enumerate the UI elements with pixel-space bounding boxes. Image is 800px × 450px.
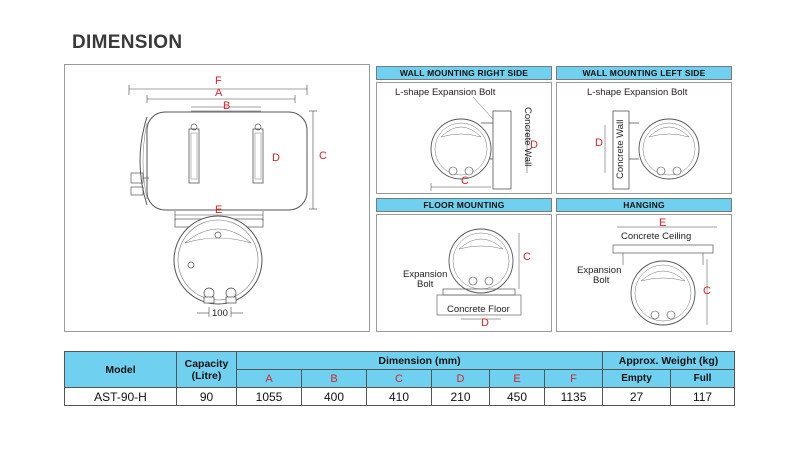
floor-c-label: C (523, 251, 531, 263)
floor-bolt-label-2: Bolt (417, 279, 434, 290)
hanging-header: HANGING (556, 198, 732, 212)
wall-left-wall-label: Concrete Wall (615, 119, 626, 179)
dimension-header: Dimension (mm) (235, 351, 604, 370)
floor-drawing (436, 228, 522, 320)
floor-header: FLOOR MOUNTING (376, 198, 552, 212)
wall-right-bolt-label: L-shape Expansion Bolt (395, 87, 496, 98)
hanging-bolt-label-2: Bolt (593, 275, 610, 286)
cell-dim-c: 410 (366, 387, 432, 406)
table-row: AST-90-H 90 1055 400 410 210 450 1135 27… (64, 387, 736, 406)
table-header-row: Model Capacity (Litre) Dimension (mm) Ap… (64, 351, 736, 388)
main-diagram-panel: F A B D C E 100 (64, 64, 370, 332)
dim-col-d: D (431, 369, 490, 388)
wall-right-drawing (430, 96, 528, 191)
weight-header: Approx. Weight (kg) (602, 351, 736, 370)
hanging-bolt-label-1: Expansion (577, 265, 622, 276)
wall-left-panel: L-shape Expansion Bolt Concrete Wall D (556, 82, 732, 194)
wall-right-d-label: D (530, 139, 538, 151)
hanging-panel: E Concrete Ceiling Expansion Bolt C (556, 214, 732, 332)
dim-col-c: C (366, 369, 432, 388)
wall-left-bolt-label: L-shape Expansion Bolt (587, 87, 688, 98)
dim-col-f: F (543, 369, 604, 388)
wall-left-drawing (604, 110, 700, 190)
dim-col-a: A (236, 369, 302, 388)
cell-dim-e: 450 (489, 387, 545, 406)
cell-dim-a: 1055 (236, 387, 302, 406)
wall-right-header: WALL MOUNTING RIGHT SIDE (376, 66, 552, 80)
wall-right-panel: L-shape Expansion Bolt Concrete Wall C D (376, 82, 552, 194)
wall-right-c-label: C (461, 175, 469, 187)
dim-col-b: B (301, 369, 367, 388)
heater-main-drawing (128, 85, 317, 317)
cell-dim-d: 210 (431, 387, 490, 406)
cell-dim-b: 400 (301, 387, 367, 406)
hanging-c-label: C (703, 285, 711, 297)
cell-dim-f: 1135 (543, 387, 604, 406)
dim-label-c: C (319, 150, 327, 162)
wall-left-header: WALL MOUNTING LEFT SIDE (556, 66, 732, 80)
floor-bolt-label-1: Expansion (403, 269, 448, 280)
weight-full-header: Full (670, 369, 736, 388)
dim-label-a: A (215, 87, 223, 99)
dim-col-e: E (489, 369, 545, 388)
table-subheader-row: A B C D E F Empty Full (65, 369, 736, 388)
wall-right-wall-label: Concrete Wall (522, 107, 533, 167)
spec-table: Model Capacity (Litre) Dimension (mm) Ap… (64, 351, 736, 406)
dim-label-f: F (215, 75, 222, 87)
cell-model: AST-90-H (64, 387, 177, 406)
weight-empty-header: Empty (602, 369, 672, 388)
wall-left-d-label: D (595, 137, 603, 149)
dim-label-b: B (223, 100, 231, 112)
cell-weight-full: 117 (670, 387, 736, 406)
spacing-label-100: 100 (212, 308, 228, 319)
capacity-header-line-2: (Litre) (191, 369, 222, 382)
hanging-e-label: E (659, 217, 667, 229)
page-title: DIMENSION (72, 32, 183, 53)
dim-label-e: E (215, 204, 223, 216)
floor-d-label: D (481, 317, 489, 329)
capacity-header: Capacity (Litre) (176, 351, 237, 388)
cell-weight-empty: 27 (602, 387, 672, 406)
model-header: Model (64, 351, 177, 388)
floor-panel: Expansion Bolt Concrete Floor C D (376, 214, 552, 332)
capacity-header-line-1: Capacity (184, 357, 229, 370)
floor-concrete-label: Concrete Floor (447, 304, 510, 315)
dim-label-d: D (272, 152, 280, 164)
hanging-ceiling-label: Concrete Ceiling (621, 231, 692, 242)
cell-capacity: 90 (176, 387, 237, 406)
hanging-drawing (612, 226, 717, 326)
